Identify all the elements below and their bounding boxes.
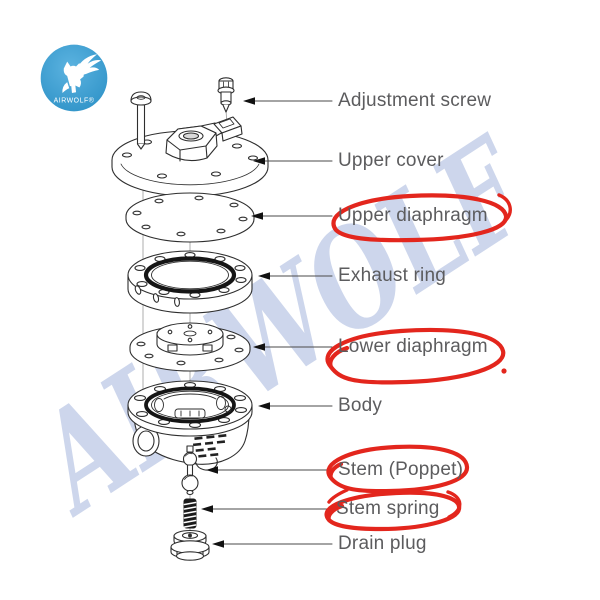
- leader-arrows: [201, 97, 333, 548]
- part-label-body: Body: [338, 395, 383, 416]
- part-stem-poppet-drawing: [181, 445, 199, 496]
- arrow-exhaust-ring: [258, 272, 333, 280]
- brand-logo: AIRWOLF®: [40, 44, 108, 112]
- part-adjustment-screw-drawing: [217, 77, 235, 113]
- red-annotation-circles: [324, 193, 512, 532]
- arrow-lower-diaphragm: [253, 343, 333, 351]
- cover-bolt-drawing: [130, 91, 152, 150]
- part-upper-cover-drawing: [111, 116, 269, 197]
- logo-brand-text: AIRWOLF®: [54, 96, 95, 104]
- part-exhaust-ring-drawing: [127, 250, 253, 314]
- arrow-stem-poppet: [206, 466, 333, 474]
- arrow-upper-cover: [253, 157, 333, 165]
- part-label-adjustment-screw: Adjustment screw: [338, 90, 492, 111]
- part-label-stem-spring: Stem spring: [336, 498, 440, 519]
- winged-wolf-icon: [62, 54, 102, 93]
- part-label-lower-diaphragm: Lower diaphragm: [338, 336, 488, 357]
- part-label-stem-poppet: Stem (Poppet): [338, 459, 464, 480]
- annotation-circle-lower-diaphragm: [325, 327, 507, 385]
- annotation-circle-stem-spring: [324, 490, 462, 532]
- part-body-drawing: [127, 380, 253, 471]
- arrow-adjustment-screw: [243, 97, 333, 105]
- arrow-drain-plug: [212, 540, 333, 548]
- part-upper-diaphragm-drawing: [125, 192, 255, 243]
- annotation-circle-stem-poppet: [326, 444, 470, 504]
- part-label-upper-cover: Upper cover: [338, 150, 444, 171]
- arrow-stem-spring: [201, 505, 333, 513]
- arrow-body: [258, 402, 333, 410]
- part-label-upper-diaphragm: Upper diaphragm: [338, 205, 488, 226]
- part-stem-spring-drawing: [183, 498, 197, 529]
- part-lower-diaphragm-drawing: [129, 322, 251, 372]
- part-drain-plug-drawing: [170, 529, 210, 561]
- annotation-circle-upper-diaphragm: [331, 193, 512, 243]
- part-label-drain-plug: Drain plug: [338, 533, 427, 554]
- part-label-exhaust-ring: Exhaust ring: [338, 265, 447, 286]
- arrow-upper-diaphragm: [251, 212, 333, 220]
